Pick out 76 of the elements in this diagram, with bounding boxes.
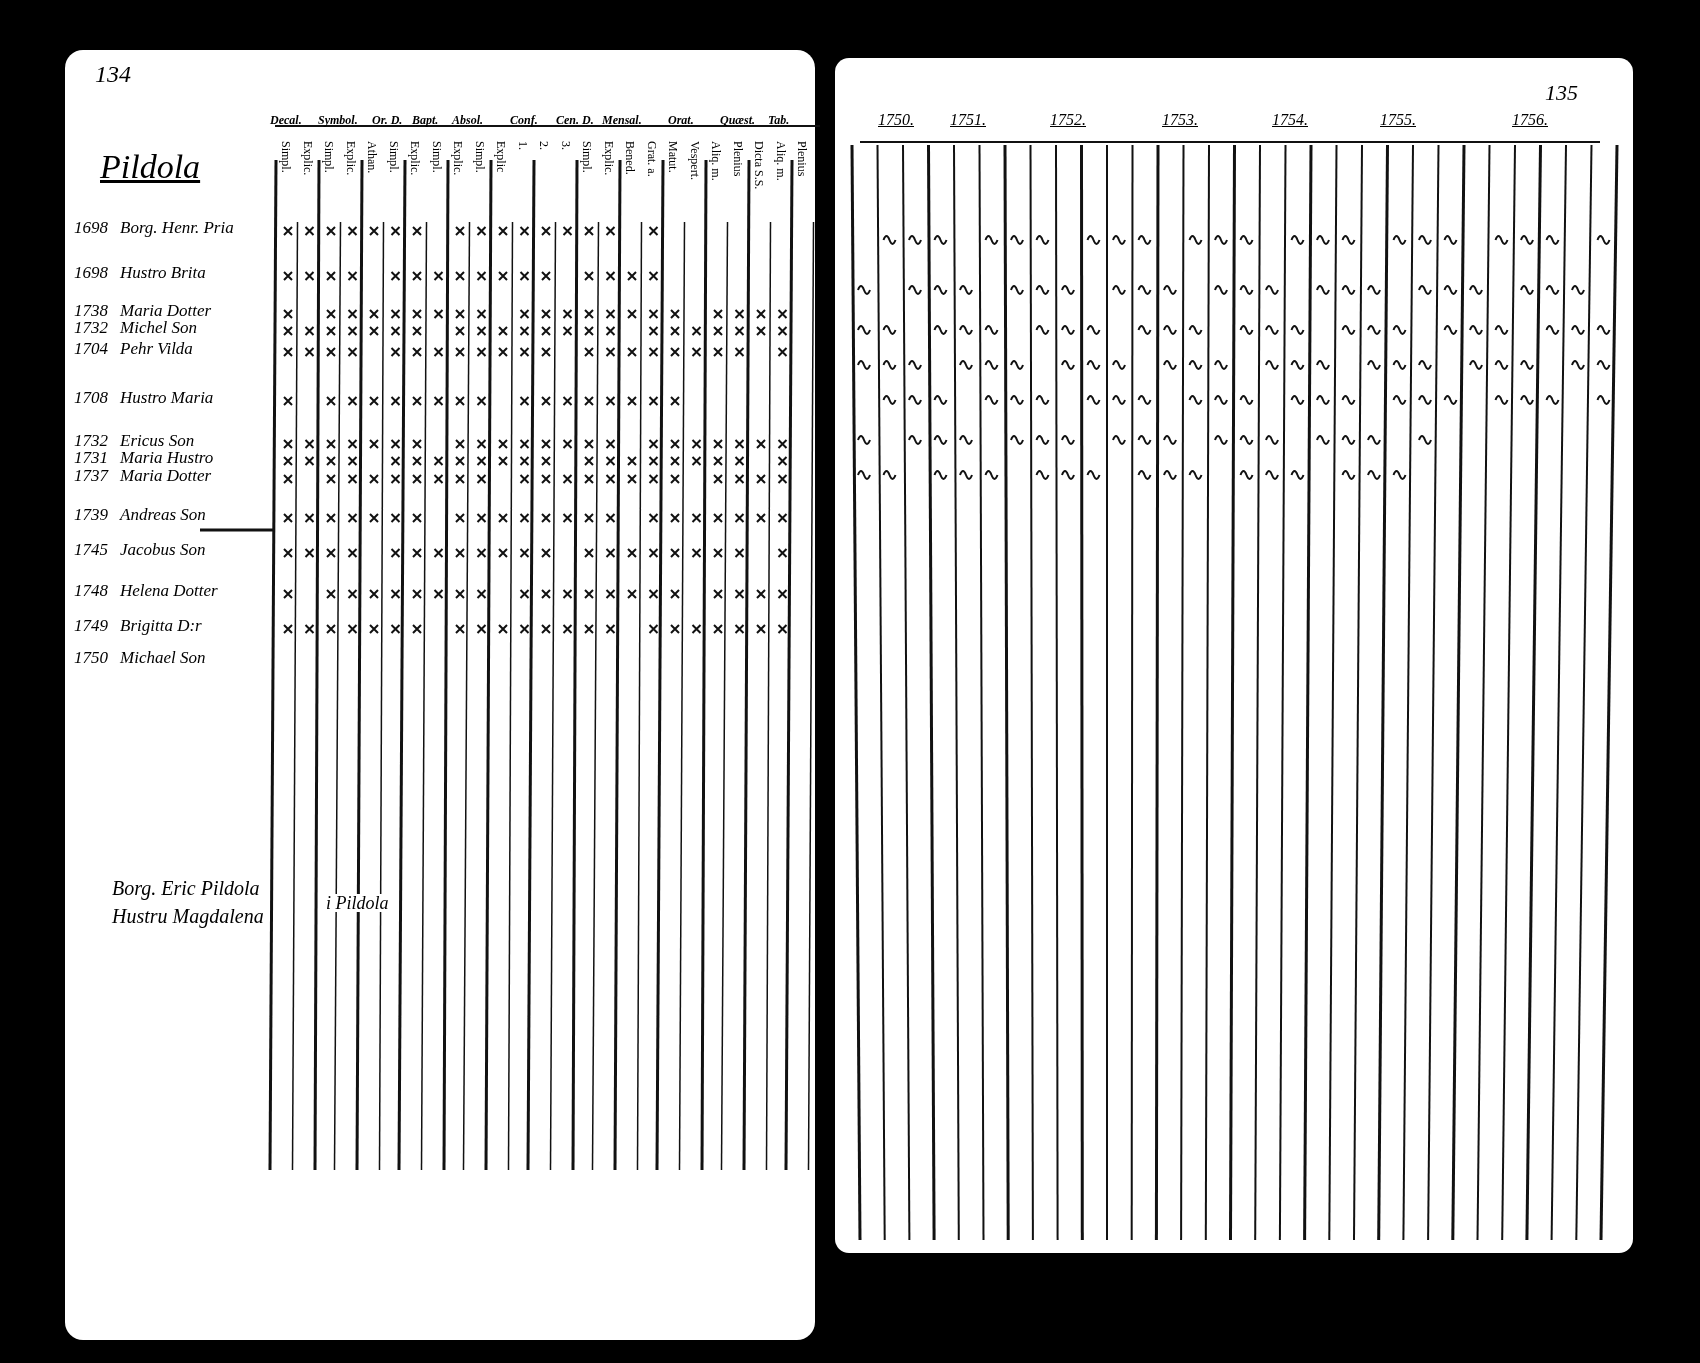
birth-year: 1748 bbox=[74, 582, 108, 599]
column-header: Explic. bbox=[301, 141, 314, 178]
person-name: Maria Dotter bbox=[120, 467, 212, 484]
column-header: Dicta S.S. bbox=[753, 141, 765, 192]
birth-year: 1745 bbox=[74, 541, 108, 558]
column-header: Vespert. bbox=[688, 141, 701, 182]
column-header: Plenius bbox=[731, 141, 744, 179]
birth-year: 1749 bbox=[74, 617, 108, 634]
column-header: Grat. a. bbox=[645, 141, 658, 179]
person-name: Ericus Son bbox=[120, 432, 195, 449]
column-group-header: Or. D. bbox=[372, 114, 403, 126]
column-header: Simpl. bbox=[430, 141, 443, 175]
year-header: 1753. bbox=[1162, 112, 1198, 128]
column-group-header: Absol. bbox=[452, 114, 483, 126]
person-name: Borg. Henr. Pria bbox=[120, 219, 234, 236]
handwritten-note: Borg. Eric Pildola bbox=[112, 878, 260, 898]
birth-year: 1732 bbox=[74, 432, 108, 449]
person-name: Michel Son bbox=[120, 319, 197, 336]
column-header: 3. bbox=[559, 141, 572, 152]
column-header: Simpl. bbox=[387, 141, 400, 175]
birth-year: 1737 bbox=[74, 467, 108, 484]
column-group-header: Conf. bbox=[510, 114, 538, 126]
column-header: Athan. bbox=[366, 141, 378, 176]
birth-year: 1731 bbox=[74, 449, 108, 466]
column-header: Explic. bbox=[409, 141, 421, 178]
farm-name-heading: Pildola bbox=[100, 150, 201, 184]
column-header: Simpl. bbox=[473, 141, 486, 175]
column-group-header: Decal. bbox=[270, 114, 302, 126]
person-name: Hustro Brita bbox=[120, 264, 206, 281]
birth-year: 1738 bbox=[74, 302, 108, 319]
birth-year: 1708 bbox=[74, 389, 108, 406]
column-header: Matut. bbox=[667, 141, 679, 175]
year-header: 1750. bbox=[878, 112, 914, 128]
birth-year: 1698 bbox=[74, 264, 108, 281]
person-name: Maria Hustro bbox=[120, 449, 214, 466]
person-name: Pehr Vilda bbox=[120, 340, 193, 357]
birth-year: 1739 bbox=[74, 506, 108, 523]
birth-year: 1698 bbox=[74, 219, 108, 236]
column-header: Simpl. bbox=[280, 141, 292, 175]
page-number: 135 bbox=[1545, 82, 1578, 104]
person-name: Maria Dotter bbox=[120, 302, 212, 319]
birth-year: 1704 bbox=[74, 340, 108, 357]
column-group-header: Mensal. bbox=[602, 114, 642, 126]
column-group-header: Quæst. bbox=[720, 114, 755, 126]
page-number: 134 bbox=[95, 62, 131, 86]
column-header: Simpl. bbox=[581, 141, 593, 175]
column-header: Explic. bbox=[452, 141, 464, 178]
person-name: Hustro Maria bbox=[120, 389, 214, 406]
column-group-header: Tab. bbox=[768, 114, 790, 126]
year-header: 1751. bbox=[950, 112, 986, 128]
column-header: Plenius bbox=[796, 141, 808, 179]
column-header: Explic. bbox=[602, 141, 615, 178]
column-group-header: Symbol. bbox=[318, 114, 358, 126]
birth-year: 1732 bbox=[74, 319, 108, 336]
column-header: 2. bbox=[538, 141, 550, 152]
year-header: 1754. bbox=[1272, 112, 1308, 128]
column-header: Explic. bbox=[344, 141, 357, 178]
year-header: 1752. bbox=[1050, 112, 1086, 128]
column-header: Aliq. m. bbox=[710, 141, 722, 183]
person-name: Jacobus Son bbox=[120, 541, 206, 558]
column-header: Explic bbox=[495, 141, 507, 175]
year-header: 1756. bbox=[1512, 112, 1548, 128]
birth-year: 1750 bbox=[74, 649, 108, 666]
person-name: Brigitta D:r bbox=[120, 617, 202, 634]
column-header: Simpl. bbox=[323, 141, 335, 175]
column-group-header: Cen. D. bbox=[556, 114, 594, 126]
year-header: 1755. bbox=[1380, 112, 1416, 128]
column-header: Bened. bbox=[624, 141, 636, 177]
person-name: Helena Dotter bbox=[120, 582, 218, 599]
person-name: Michael Son bbox=[120, 649, 206, 666]
column-header: Aliq. m. bbox=[774, 141, 787, 183]
person-name: Andreas Son bbox=[120, 506, 206, 523]
column-group-header: Bapt. bbox=[412, 114, 439, 126]
handwritten-note: Hustru Magdalena bbox=[112, 906, 264, 926]
column-group-header: Orat. bbox=[668, 114, 694, 126]
column-header: 1. bbox=[516, 141, 529, 152]
